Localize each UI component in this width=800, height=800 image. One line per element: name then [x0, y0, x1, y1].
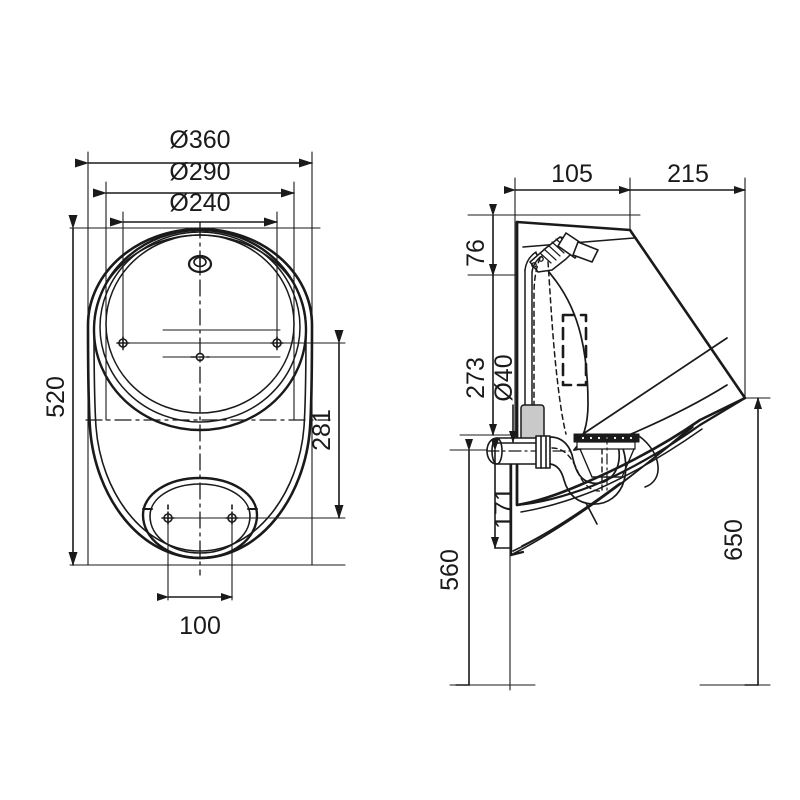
side-bottom-blend-curves — [510, 426, 694, 556]
dimension-label-d40: Ø40 — [490, 354, 518, 401]
dimension-label-d240: Ø240 — [169, 189, 230, 217]
dimension-label-76: 76 — [462, 239, 490, 267]
dimension-label-520: 520 — [42, 376, 70, 418]
dimension-label-171: 171 — [490, 487, 518, 529]
front-mounting-hole-center — [190, 352, 210, 362]
front-mounting-hole-lower-left — [161, 504, 175, 525]
dimension-label-650: 650 — [720, 519, 748, 561]
front-mounting-hole-upper-right — [270, 336, 284, 350]
dimension-label-d290: Ø290 — [169, 158, 230, 186]
front-outlet-outer — [141, 476, 259, 560]
side-drain-grate-dots — [580, 435, 634, 441]
dimension-650 — [744, 397, 762, 686]
front-mounting-hole-upper-left — [116, 336, 130, 350]
dimension-label-215: 215 — [667, 160, 709, 188]
side-flush-inlet-fitting — [529, 232, 599, 273]
side-view — [449, 177, 771, 691]
dimension-560 — [455, 439, 473, 686]
side-trap-collar — [535, 435, 551, 469]
front-mounting-hole-lower-right — [225, 504, 239, 525]
dimension-label-281: 281 — [308, 409, 336, 451]
dimension-171 — [491, 439, 512, 549]
side-inlet-spigot — [572, 241, 599, 263]
side-lower-apron-inner — [520, 428, 703, 513]
side-hidden-cartridge — [561, 313, 588, 387]
dimension-label-100: 100 — [179, 612, 221, 640]
dimension-label-273: 273 — [462, 357, 490, 399]
side-bottom-edge — [509, 550, 525, 557]
dimension-label-105: 105 — [551, 160, 593, 188]
dimension-label-d360: Ø360 — [169, 126, 230, 154]
side-flush-pipe — [524, 251, 543, 419]
side-flush-pipe-hidden — [533, 257, 567, 435]
side-bowl-shoulder — [638, 435, 659, 488]
side-drain-grate — [573, 433, 640, 493]
front-view — [68, 151, 346, 601]
dimension-label-560: 560 — [436, 549, 464, 591]
